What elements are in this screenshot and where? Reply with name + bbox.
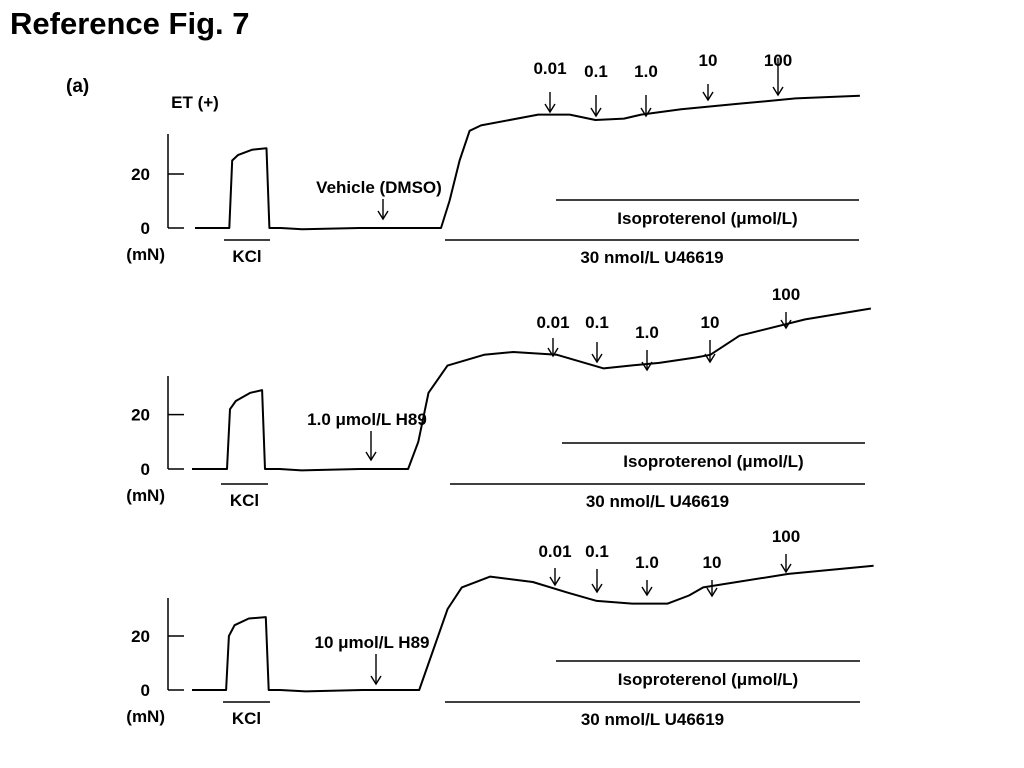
chart-1-treatment-label: Vehicle (DMSO) [316,178,442,197]
chart-1-iso-label: Isoproterenol (μmol/L) [617,209,797,228]
chart-3-dose-label: 100 [772,527,800,546]
chart-2-dose-label: 100 [772,285,800,304]
chart-3-dose-arrow-head [706,587,718,598]
chart-1-u46619-label: 30 nmol/L U46619 [580,248,723,267]
chart-1-dose-arrow-head [702,91,714,102]
chart-1-dose-arrow-head [590,107,602,118]
chart-2-dose-arrow-head [780,319,792,330]
chart-2-dose-arrow-head [547,347,559,358]
chart-2-y-tick-label: 20 [131,406,150,425]
chart-3-treatment-label: 10 μmol/L H89 [315,633,430,652]
chart-2-u46619-label: 30 nmol/L U46619 [586,492,729,511]
chart-3-y-tick-label: 20 [131,627,150,646]
chart-3-dose-arrow-head [591,583,603,594]
chart-1-y-unit: (mN) [126,245,165,264]
chart-1-dose-label: 1.0 [634,62,658,81]
page-title: Reference Fig. 7 [10,6,250,41]
chart-2-dose-arrow-head [641,361,653,372]
chart-2-treatment-arrow-head [365,451,377,462]
chart-1-dose-arrow-head [544,103,556,114]
chart-3-u46619-label: 30 nmol/L U46619 [581,710,724,729]
chart-2-dose-label: 0.1 [585,313,609,332]
chart-3-trace [192,564,874,693]
chart-3-y-tick-label: 0 [141,681,150,700]
chart-3-y-unit: (mN) [126,707,165,726]
chart-1-dose-label: 0.1 [584,62,608,81]
chart-1-y-tick-label: 0 [141,219,150,238]
chart-3-iso-label: Isoproterenol (μmol/L) [618,670,798,689]
chart-1-dose-label: 0.01 [533,59,566,78]
chart-2-treatment-label: 1.0 μmol/L H89 [307,410,427,429]
chart-3-dose-arrow-head [780,563,792,574]
chart-2-dose-label: 0.01 [536,313,569,332]
chart-1-dose-label: 10 [699,51,718,70]
chart-3-dose-label: 10 [703,553,722,572]
chart-1-trace [195,94,860,231]
chart-2-kcl-label: KCl [230,491,259,510]
chart-2-trace [192,307,872,472]
chart-1-dose-arrow-head [772,86,784,97]
chart-1-y-tick-label: 20 [131,165,150,184]
chart-3-dose-arrow-head [549,576,561,587]
chart-3-dose-label: 0.01 [538,542,571,561]
chart-2-dose-arrow-head [704,353,716,364]
chart-2-dose-label: 1.0 [635,323,659,342]
chart-2-y-unit: (mN) [126,486,165,505]
chart-1-kcl-label: KCl [232,247,261,266]
chart-3-dose-label: 1.0 [635,553,659,572]
panel-label: (a) [66,76,90,97]
chart-1-dose-arrow-head [640,107,652,118]
chart-3-treatment-arrow-head [370,675,382,686]
chart-3-dose-arrow-head [641,586,653,597]
chart-1-tag: ET (+) [171,93,219,112]
chart-3-kcl-label: KCl [232,709,261,728]
chart-2-iso-label: Isoproterenol (μmol/L) [623,452,803,471]
chart-2-dose-arrow-head [591,353,603,364]
chart-2-dose-label: 10 [701,313,720,332]
chart-3-dose-label: 0.1 [585,542,609,561]
chart-2-y-tick-label: 0 [141,460,150,479]
chart-1-treatment-arrow-head [377,210,389,221]
